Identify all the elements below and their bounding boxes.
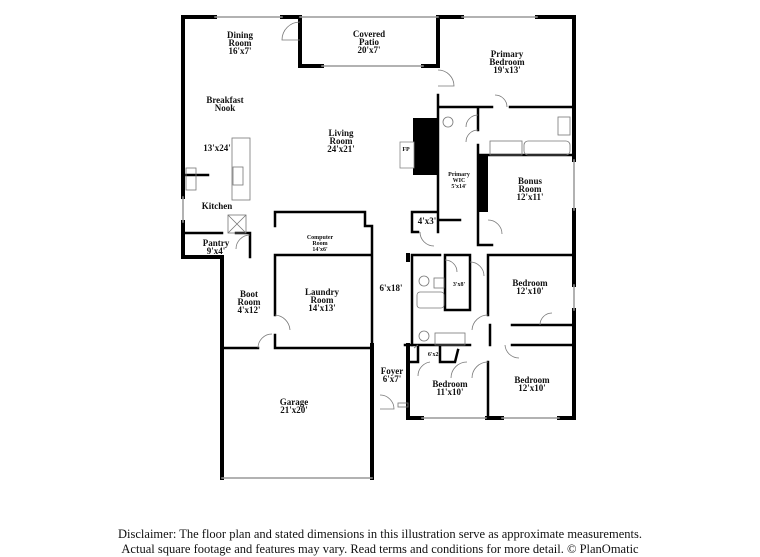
room-label-small-closet: 6'x2' — [428, 352, 441, 358]
fixtures — [185, 116, 571, 349]
disclaimer-line-2: Actual square footage and features may v… — [121, 542, 639, 556]
disclaimer-line-1: Disclaimer: The floor plan and stated di… — [118, 527, 642, 541]
room-label-hall: 6'x18' — [379, 283, 402, 293]
fireplace-label: FP — [402, 147, 410, 153]
room-label-kitchen-size: 13'x24' — [203, 143, 231, 153]
doors — [235, 21, 553, 410]
walls — [181, 15, 576, 480]
fireplace — [399, 118, 488, 212]
room-label-linen: 3'x8' — [453, 282, 466, 288]
room-label-kitchen: Kitchen — [202, 201, 233, 211]
room-label-closet: 4'x3' — [418, 216, 437, 226]
